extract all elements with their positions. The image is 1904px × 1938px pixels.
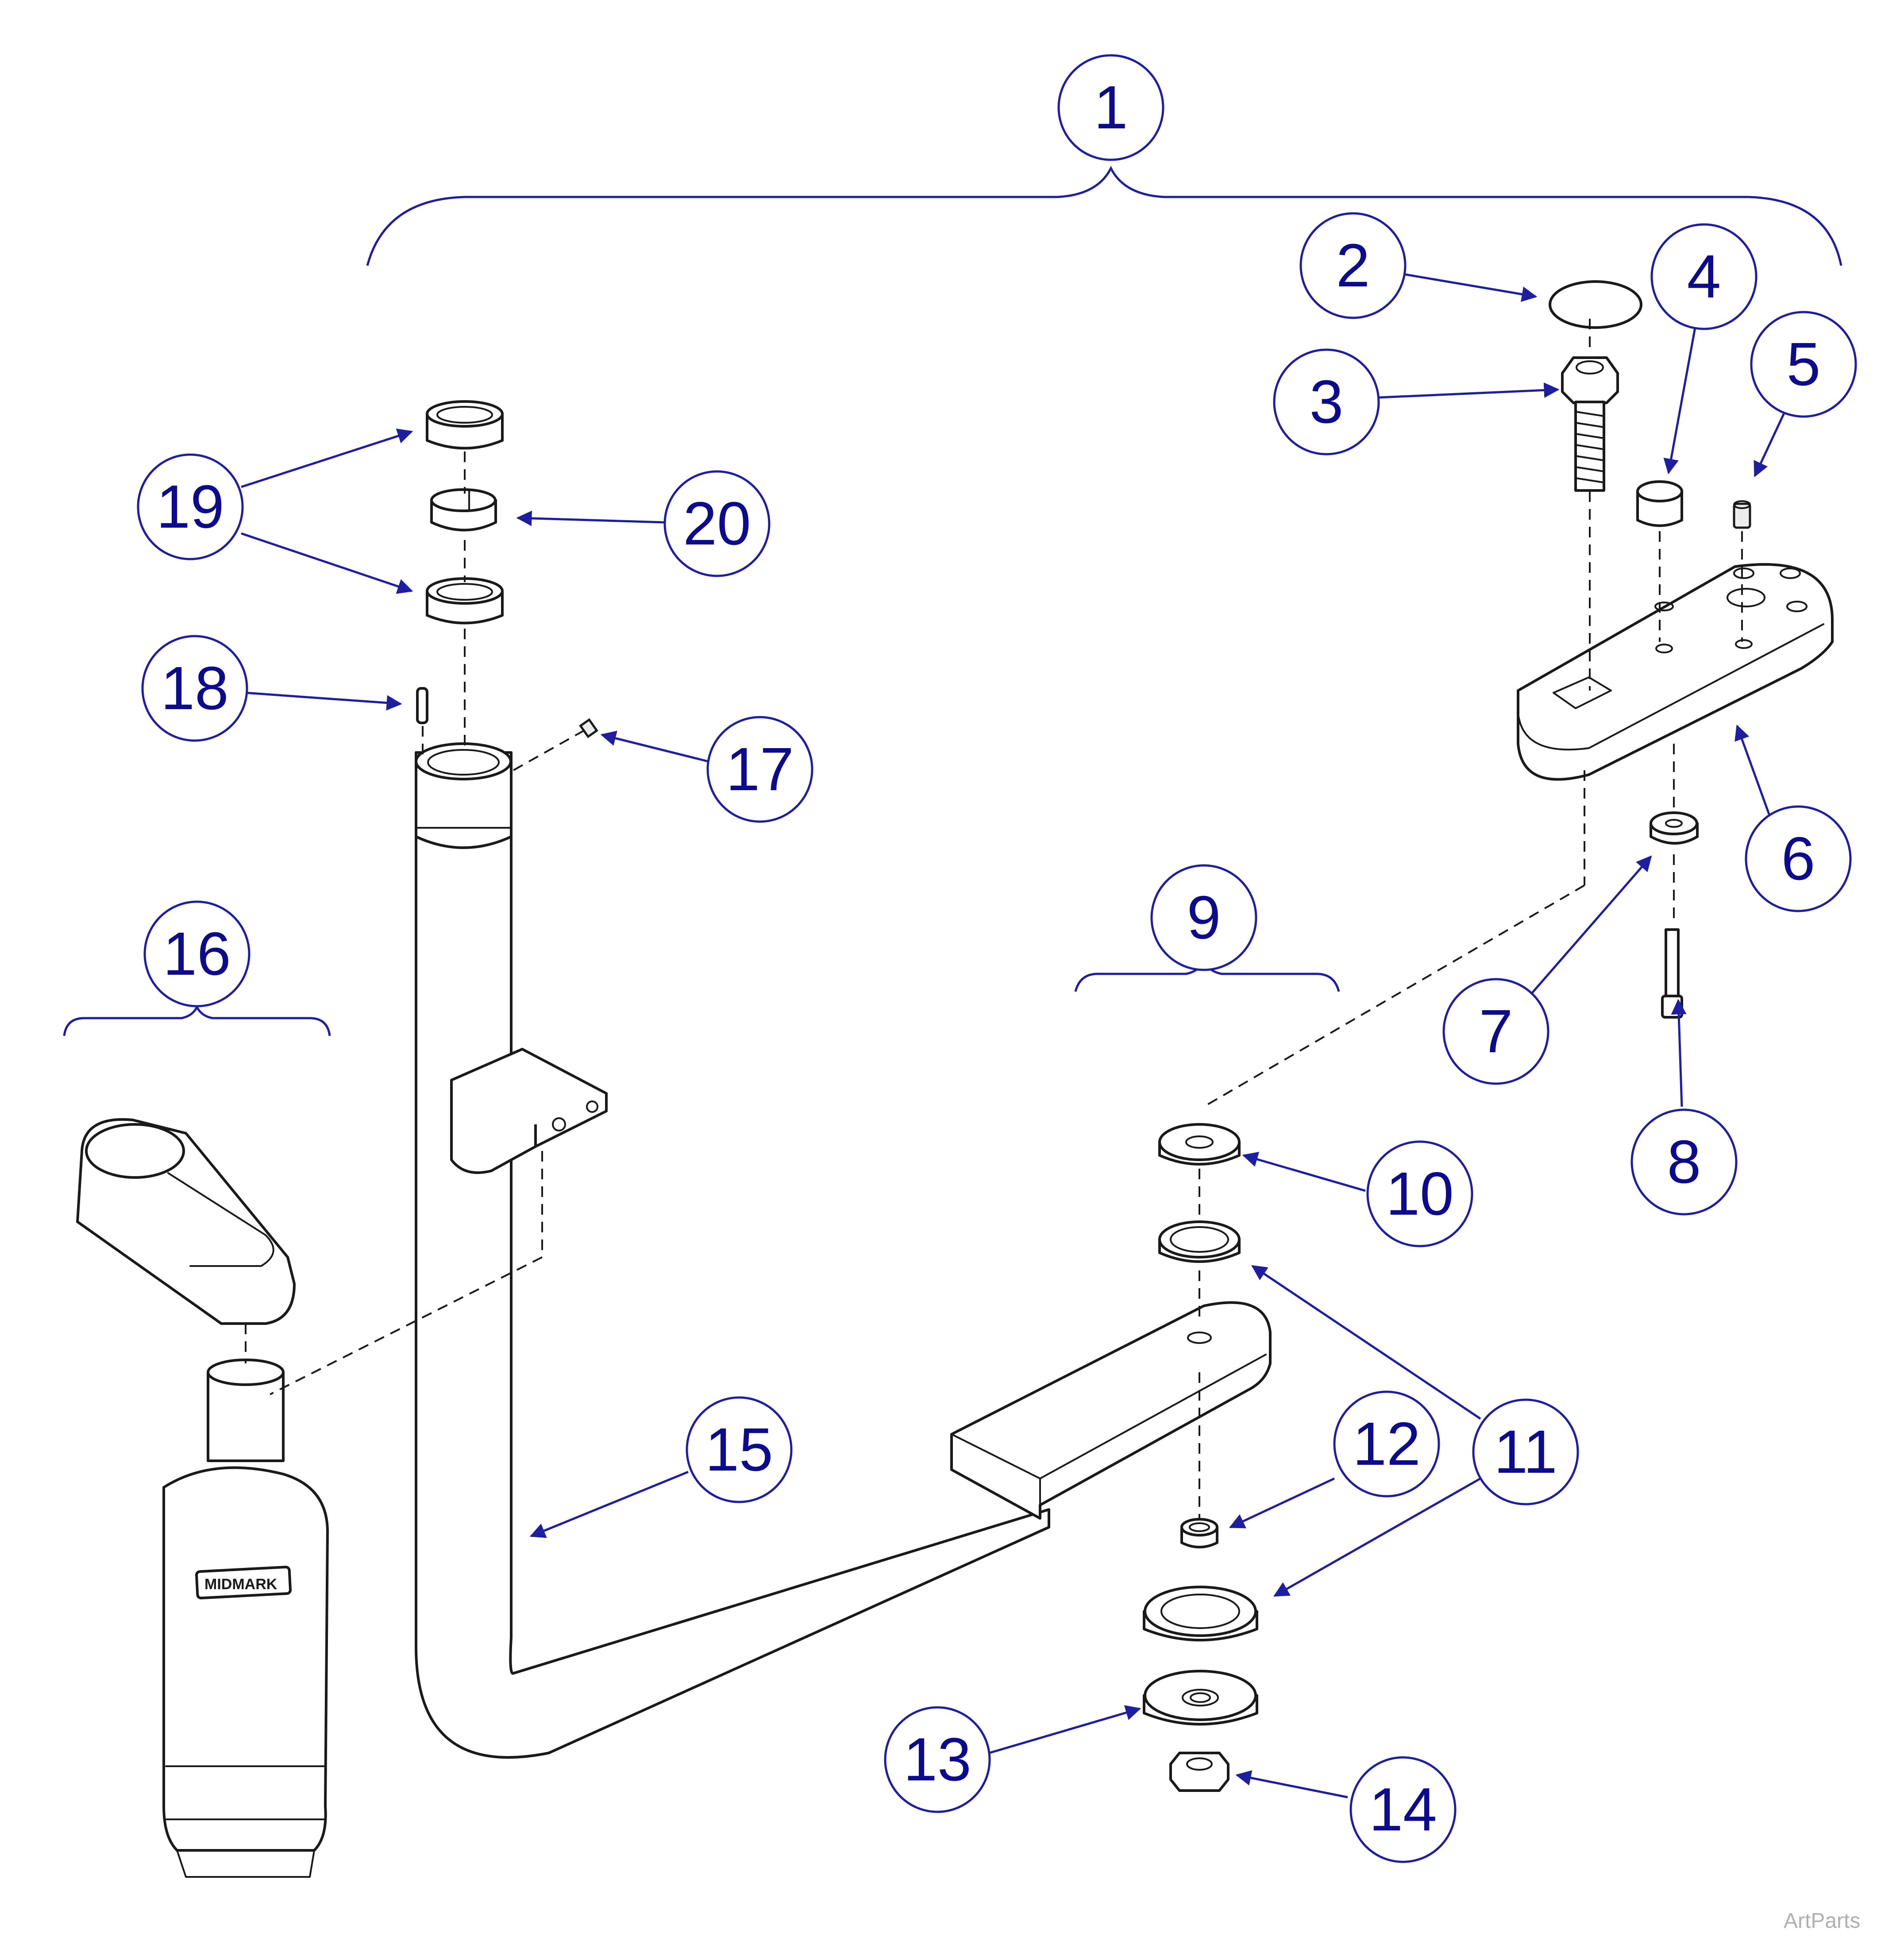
leader-lines [241,273,1787,1799]
arm-end-plate-part [950,1301,1272,1520]
callout-5-label: 5 [1787,330,1821,398]
set-screw-part [579,718,598,738]
callout-16: 16 [143,900,251,1008]
thrust-washer-part [1158,1123,1241,1166]
callout-15: 15 [686,1396,793,1503]
callout-7: 7 [1442,978,1549,1085]
top-plate-part [1517,563,1834,781]
callout-14-label: 14 [1369,1776,1437,1844]
ring-washer-lower-part [1143,1586,1258,1641]
callout-5: 5 [1750,311,1857,418]
callout-13: 13 [884,1706,991,1813]
callout-8: 8 [1630,1108,1738,1216]
hex-bolt-part [1561,356,1619,492]
callout-10-label: 10 [1386,1160,1454,1228]
callout-11-label: 11 [1494,1418,1557,1486]
spacer-part [1636,480,1683,527]
callout-6: 6 [1745,805,1852,912]
assembly-centerlines [245,319,1743,1518]
callout-12: 12 [1333,1390,1440,1498]
post-bracket-part [450,1048,608,1174]
pin-part [416,687,428,724]
callout-12-label: 12 [1353,1410,1421,1478]
callout-15-label: 15 [705,1416,773,1484]
callout-10: 10 [1366,1140,1473,1247]
callout-13-label: 13 [903,1726,971,1794]
brand-label: MIDMARK [204,1576,278,1593]
callout-1: 1 [1057,54,1164,161]
ring-washer-upper-part [1158,1220,1241,1263]
callout-2: 2 [1299,212,1407,319]
callout-14: 14 [1349,1756,1457,1863]
watermark-label: ArtParts [1784,1909,1860,1933]
callout-19-label: 19 [156,473,224,541]
callout-9-label: 9 [1187,884,1221,952]
callout-20-label: 20 [683,490,751,558]
post-and-arm-part [415,751,1050,1759]
callout-8-label: 8 [1667,1128,1701,1196]
callout-3-label: 3 [1310,368,1344,436]
callout-4-label: 4 [1687,243,1721,311]
cupped-washer-part [1143,1670,1258,1726]
callout-11: 11 [1472,1398,1579,1506]
callout-18: 18 [141,635,248,742]
callout-16-label: 16 [163,920,231,988]
callout-4: 4 [1650,223,1758,330]
bearing-upper-part [426,400,504,450]
callout-3: 3 [1273,348,1380,456]
brace-assembly-16 [63,1004,331,1036]
callout-18-label: 18 [161,654,229,722]
small-set-screw-part [1733,500,1751,529]
hex-nut-part [1169,1752,1230,1792]
bushing-part [1180,1518,1218,1548]
split-bushing-part [430,488,497,532]
post-collar-part [415,742,513,849]
cap-part [1549,280,1642,329]
callout-17-label: 17 [726,735,794,803]
callout-6-label: 6 [1781,825,1815,893]
cylinder-part: MIDMARK [162,1359,329,1878]
washer-small-part [1650,811,1699,845]
brace-assembly-1 [366,166,1842,266]
callout-19: 19 [137,453,244,560]
callout-20: 20 [663,470,771,577]
callout-1-label: 1 [1094,73,1128,142]
bearing-lower-part [426,577,504,625]
cover-part [76,1118,296,1325]
callout-9: 9 [1150,864,1257,971]
callout-17: 17 [706,716,813,823]
callout-7-label: 7 [1479,997,1513,1066]
callout-2-label: 2 [1336,232,1370,300]
